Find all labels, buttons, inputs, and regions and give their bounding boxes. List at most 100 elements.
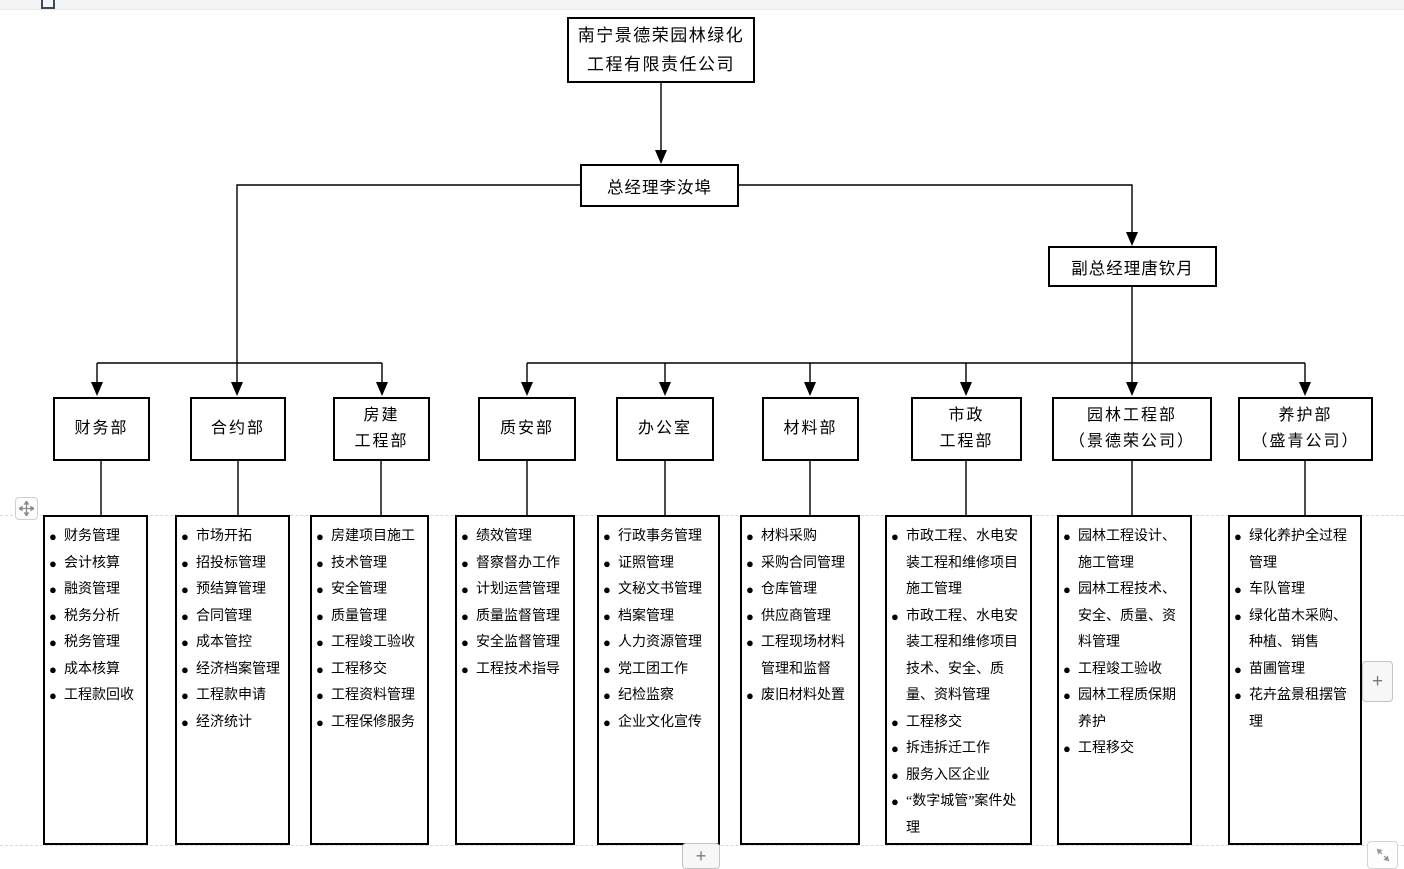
dept-label-line2: （景德荣公司） xyxy=(1068,433,1195,450)
dept-box-municipal-engineering: 市政工程部 xyxy=(911,397,1022,461)
duty-item: ●安全监督管理 xyxy=(461,630,571,657)
duty-text: 工程竣工验收 xyxy=(1078,661,1162,677)
dept-label: 材料部 xyxy=(783,420,838,437)
duty-text: 党工团工作 xyxy=(618,661,688,677)
duty-item: ●绿化苗木采购、种植、销售 xyxy=(1234,604,1358,657)
duties-quality-safety: ●绩效管理●督察督办工作●计划运营管理●质量监督管理●安全监督管理●工程技术指导 xyxy=(455,515,575,845)
duty-item: ● 工程技术指导 xyxy=(461,657,571,684)
duty-item: ●工程资料管理 xyxy=(316,683,425,710)
duty-text: 档案管理 xyxy=(618,608,674,624)
duty-item: ●采购合同管理 xyxy=(746,551,856,578)
duty-item: ●人力资源管理 xyxy=(603,630,716,657)
dept-label: 市政 xyxy=(948,407,985,424)
duty-item: ●经济档案管理 xyxy=(181,657,286,684)
dept-box-quality-safety: 质安部 xyxy=(478,397,576,461)
duty-text: “数字城管”案件处理 xyxy=(906,794,1017,836)
bullet-icon: ● xyxy=(49,688,57,703)
duty-item: ● 绩效管理 xyxy=(461,524,571,551)
bullet-icon: ● xyxy=(49,582,57,597)
zoom-in-button-bottom[interactable]: + xyxy=(682,843,720,869)
duty-item: ●税务管理 xyxy=(49,630,144,657)
duty-item: ●园林工程质保期养护 xyxy=(1063,683,1188,736)
dept-box-building-engineering: 房建工程部 xyxy=(333,397,430,461)
zoom-in-button-right[interactable]: + xyxy=(1362,661,1393,702)
bullet-icon: ● xyxy=(1234,582,1242,597)
duty-text: 供应商管理 xyxy=(761,608,831,624)
duty-item: ●纪检监察 xyxy=(603,683,716,710)
top-toolbar-strip xyxy=(0,0,1404,10)
duty-item: ●企业文化宣传 xyxy=(603,710,716,737)
duty-item: ●工程移交 xyxy=(891,710,1028,737)
duty-item: ●花卉盆景租摆管理 xyxy=(1234,683,1358,736)
duty-item: ●工程竣工验收 xyxy=(1063,657,1188,684)
bullet-icon: ● xyxy=(49,555,57,571)
duty-text: 服务入区企业 xyxy=(906,767,990,783)
fit-screen-button[interactable] xyxy=(1367,841,1398,869)
move-icon xyxy=(19,501,34,516)
bullet-icon: ● xyxy=(181,582,189,597)
duty-item: ●档案管理 xyxy=(603,604,716,631)
duty-item: ●市场开拓 xyxy=(181,524,286,551)
bullet-icon: ● xyxy=(1063,529,1071,544)
bullet-icon: ● xyxy=(891,608,899,624)
duties-landscape-engineering: ●园林工程设计、施工管理●园林工程技术、安全、质量、资料管理●工程竣工验收●园林… xyxy=(1057,515,1192,845)
bullet-icon: ● xyxy=(461,529,469,544)
duty-item: ●拆违拆迁工作 xyxy=(891,736,1028,763)
bullet-icon: ● xyxy=(746,529,754,544)
duty-text: 经济档案管理 xyxy=(196,661,280,677)
plus-icon: + xyxy=(1371,670,1384,692)
bullet-icon: ● xyxy=(316,608,324,624)
bullet-icon: ● xyxy=(461,661,469,677)
duties-contract: ●市场开拓●招投标管理●预结算管理●合同管理●成本管控●经济档案管理●工程款申请… xyxy=(175,515,290,845)
duties-building-engineering: ●房建项目施工●技术管理●安全管理●质量管理●工程竣工验收●工程移交●工程资料管… xyxy=(310,515,429,845)
duty-item: ●经济统计 xyxy=(181,710,286,737)
duty-text: 绿化养护全过程管理 xyxy=(1249,529,1347,571)
bullet-icon: ● xyxy=(603,582,611,597)
dept-label: 质安部 xyxy=(499,420,554,437)
duty-item: ●招投标管理 xyxy=(181,551,286,578)
bullet-icon: ● xyxy=(316,635,324,650)
dept-box-landscape-engineering: 园林工程部（景德荣公司） xyxy=(1052,397,1212,461)
duty-item: ●质量管理 xyxy=(316,604,425,631)
duty-text: 市场开拓 xyxy=(196,529,252,544)
duty-text: 工程保修服务 xyxy=(331,714,415,730)
square-outline-icon[interactable] xyxy=(41,0,55,9)
general-manager-box: 总经理李汝埠 xyxy=(580,164,739,207)
duty-item: ●技术管理 xyxy=(316,551,425,578)
company-root-box: 南宁景德荣园林绿化 工程有限责任公司 xyxy=(567,17,755,83)
dept-label: 办公室 xyxy=(637,420,692,437)
bullet-icon: ● xyxy=(316,688,324,703)
duty-text: 税务管理 xyxy=(64,635,120,650)
bullet-icon: ● xyxy=(891,714,899,730)
duty-text: 苗圃管理 xyxy=(1249,661,1305,677)
duty-item: ●工程竣工验收 xyxy=(316,630,425,657)
pan-button[interactable] xyxy=(15,497,38,520)
duty-item: ●计划运营管理 xyxy=(461,577,571,604)
dept-label: 财务部 xyxy=(74,420,129,437)
duty-text: 工程技术指导 xyxy=(476,661,560,677)
duty-text: 绩效管理 xyxy=(476,529,532,544)
dept-box-materials: 材料部 xyxy=(762,397,859,461)
company-name-line1: 南宁景德荣园林绿化 xyxy=(577,26,745,45)
bullet-icon: ● xyxy=(1063,741,1071,756)
duty-item: ●市政工程、水电安装工程和维修项目施工管理 xyxy=(891,524,1028,604)
duty-item: ●证照管理 xyxy=(603,551,716,578)
duty-item: ●工程款申请 xyxy=(181,683,286,710)
general-manager-label: 总经理李汝埠 xyxy=(607,177,712,197)
bullet-icon: ● xyxy=(461,635,469,650)
duty-text: 工程现场材料管理和监督 xyxy=(761,635,845,677)
duty-item: ●园林工程设计、施工管理 xyxy=(1063,524,1188,577)
duty-item: ● 工程现场材料管理和监督 xyxy=(746,630,856,683)
duty-text: 经济统计 xyxy=(196,714,252,730)
bullet-icon: ● xyxy=(891,767,899,783)
duty-item: ●工程保修服务 xyxy=(316,710,425,737)
bullet-icon: ● xyxy=(603,555,611,571)
bullet-icon: ● xyxy=(1234,661,1242,677)
bullet-icon: ● xyxy=(1234,529,1242,544)
duty-item: ●质量监督管理 xyxy=(461,604,571,631)
duties-municipal-engineering: ●市政工程、水电安装工程和维修项目施工管理●市政工程、水电安装工程和维修项目技术… xyxy=(885,515,1032,845)
duty-item: ●“数字城管”案件处理 xyxy=(891,789,1028,842)
bullet-icon: ● xyxy=(746,635,754,650)
duties-materials: ●材料采购●采购合同管理●仓库管理●供应商管理●工程现场材料管理和监督●废旧材料… xyxy=(740,515,860,845)
